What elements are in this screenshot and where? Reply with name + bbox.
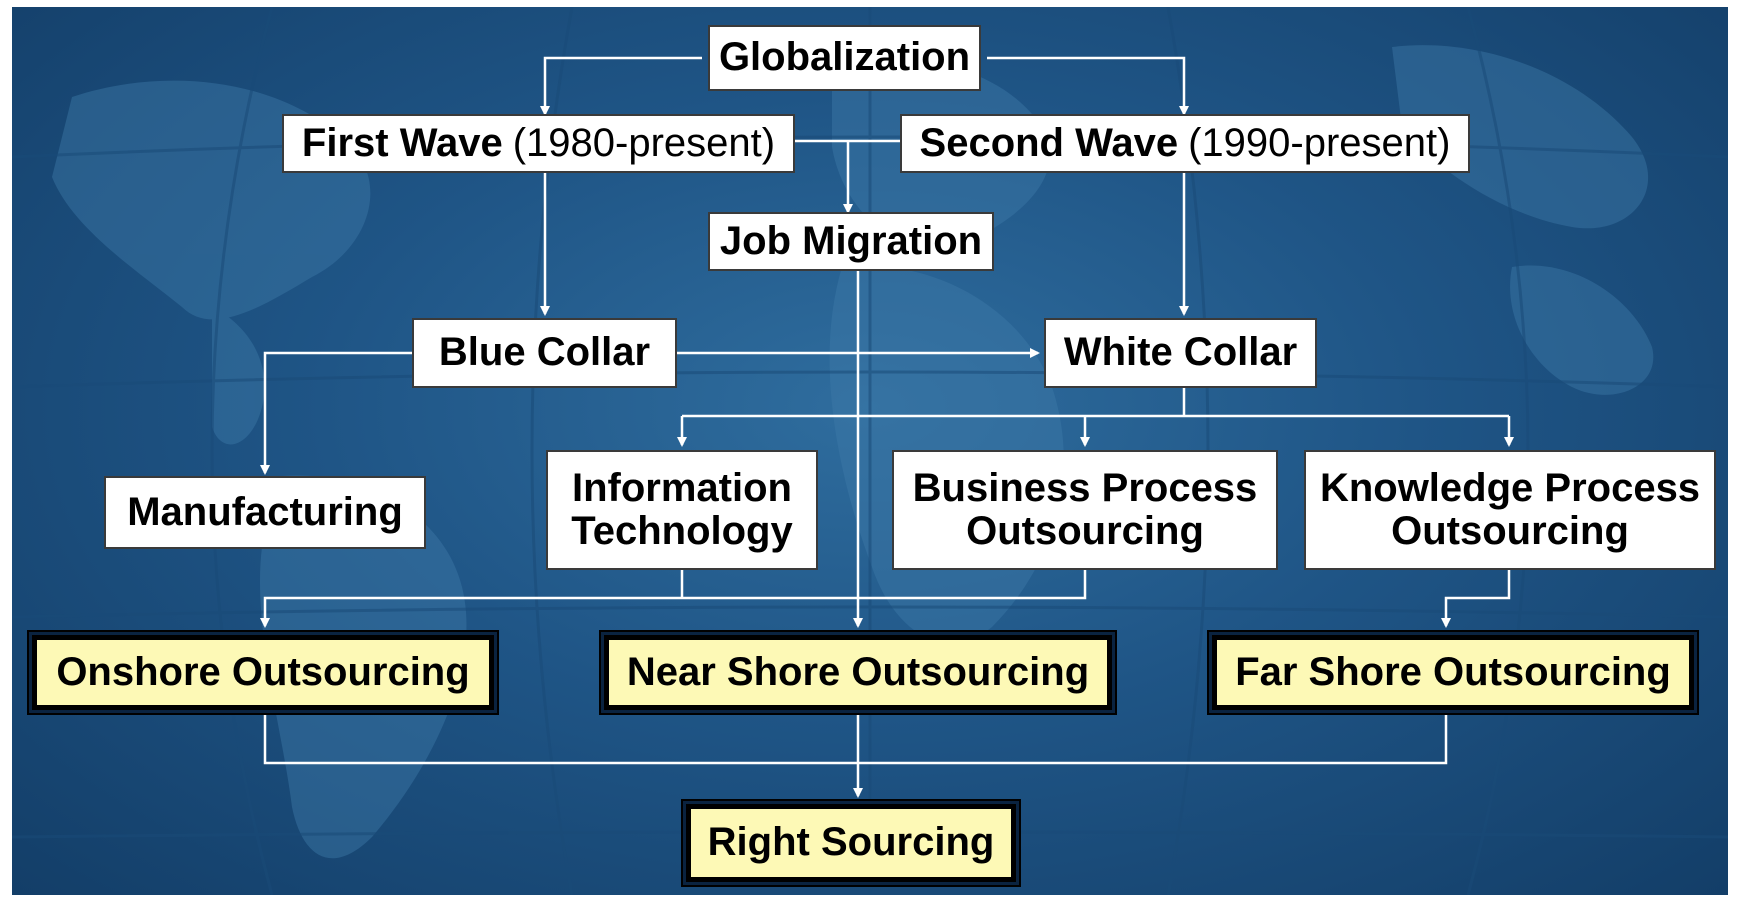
blue-collar-node: Blue Collar xyxy=(412,318,677,388)
connector-globalization-second-wave xyxy=(987,56,1189,116)
connector-it-bus-to-onshore xyxy=(260,570,1087,628)
information-technology-node: Information Technology xyxy=(546,450,818,570)
blue-collar-label: Blue Collar xyxy=(438,330,651,375)
knowledge-process-node: Knowledge Process Outsourcing xyxy=(1304,450,1716,570)
job-migration-label: Job Migration xyxy=(719,218,983,263)
connector-blue-collar-manufacturing xyxy=(260,351,420,475)
second-wave-label: Second Wave xyxy=(919,120,1179,165)
globalization-label: Globalization xyxy=(718,35,971,80)
information-technology-line-2: Technology xyxy=(571,509,793,553)
first-wave-period: (1980-present) xyxy=(512,120,776,165)
connector-knowledge-to-far-shore xyxy=(1441,570,1511,628)
onshore-outsourcing-node: Onshore Outsourcing xyxy=(32,635,494,710)
connector-outsourcing-bar xyxy=(263,710,1448,765)
far-shore-outsourcing-node: Far Shore Outsourcing xyxy=(1212,635,1694,710)
near-shore-outsourcing-node: Near Shore Outsourcing xyxy=(604,635,1112,710)
manufacturing-node: Manufacturing xyxy=(104,476,426,549)
information-technology-line-1: Information xyxy=(572,465,792,510)
connector-lines xyxy=(260,56,1514,798)
business-process-node: Business Process Outsourcing xyxy=(892,450,1278,570)
diagram-canvas: Globalization First Wave (1980-present) … xyxy=(12,7,1728,895)
business-process-line-2: Outsourcing xyxy=(966,509,1204,553)
near-shore-outsourcing-label: Near Shore Outsourcing xyxy=(626,649,1090,694)
right-sourcing-label: Right Sourcing xyxy=(707,820,995,865)
knowledge-process-line-1: Knowledge Process xyxy=(1319,465,1701,510)
white-collar-node: White Collar xyxy=(1044,318,1317,388)
first-wave-node: First Wave (1980-present) xyxy=(282,114,795,173)
far-shore-outsourcing-label: Far Shore Outsourcing xyxy=(1235,649,1671,694)
first-wave-label: First Wave xyxy=(301,120,503,165)
job-migration-node: Job Migration xyxy=(708,212,994,271)
second-wave-period: (1990-present) xyxy=(1188,120,1451,165)
globalization-node: Globalization xyxy=(708,25,981,91)
second-wave-node: Second Wave (1990-present) xyxy=(900,114,1470,173)
right-sourcing-node: Right Sourcing xyxy=(686,804,1016,882)
manufacturing-label: Manufacturing xyxy=(127,489,403,534)
knowledge-process-line-2: Outsourcing xyxy=(1391,509,1629,553)
white-collar-label: White Collar xyxy=(1063,330,1298,375)
onshore-outsourcing-label: Onshore Outsourcing xyxy=(56,649,470,694)
connector-globalization-first-wave xyxy=(540,56,702,116)
business-process-line-1: Business Process xyxy=(912,465,1258,510)
